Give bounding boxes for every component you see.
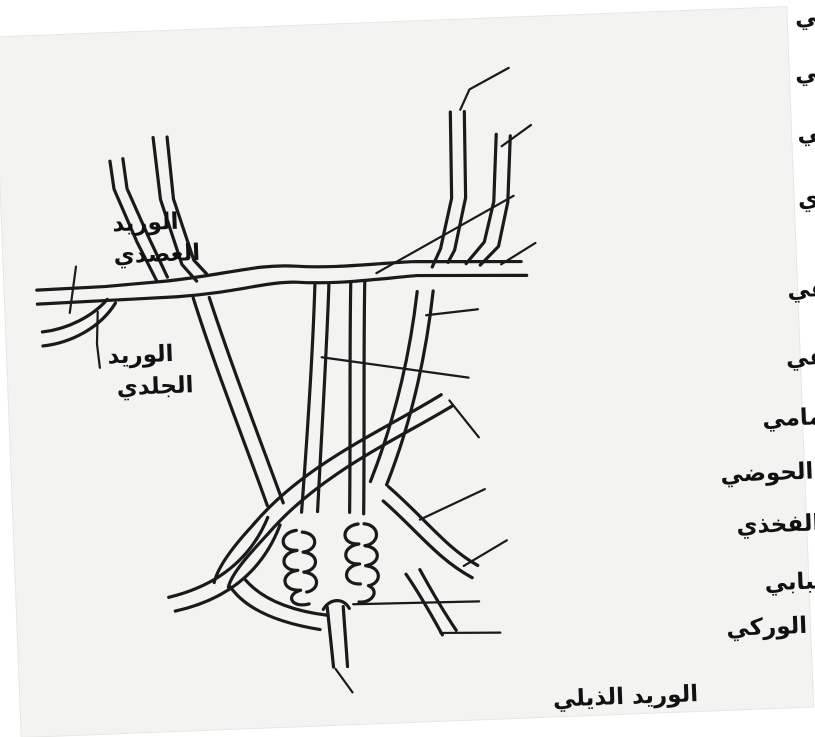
label-femoral: الوريد الفخذي xyxy=(736,507,815,539)
diagram-labels: الوريد الودجي الداخلي الوريد الودجي الخا… xyxy=(95,0,815,729)
posterior-cardinal-veins xyxy=(193,289,441,508)
caudal-vein xyxy=(323,600,352,667)
label-anterior-vena-cava: الوريد الاجوف الأمامي xyxy=(797,108,815,147)
label-brachial-line2: العضدي xyxy=(113,240,200,269)
label-posterior-cardinal: الوريد الرئيسي الخلفي xyxy=(787,267,815,303)
posterior-vena-cava xyxy=(293,282,374,517)
label-sciatic: الوريد الوركي xyxy=(726,610,815,642)
label-subclavian: الوريد تحت الترقوي xyxy=(797,178,815,213)
kidney-right xyxy=(345,523,380,602)
label-pelvic: الوريد الحوضي xyxy=(720,456,815,488)
anterior-vena-cava-trunk xyxy=(36,256,527,304)
label-cutaneous-line2: الجلدي xyxy=(116,372,194,401)
brachial-cutaneous-branches xyxy=(41,299,117,346)
label-external-jugular: الوريد الودجي الخارجي xyxy=(795,51,815,87)
right-jugular-veins xyxy=(426,110,515,267)
label-brachial-line1: الوريد xyxy=(112,209,179,238)
label-internal-jugular: الوريد الودجي الداخلي xyxy=(794,0,815,31)
anterior-abdominal-vein xyxy=(207,394,458,587)
label-renal-portal: الوريد الكلوي البابي xyxy=(764,562,815,597)
label-cutaneous-line1: الوريد xyxy=(107,341,174,370)
label-caudal: الوريد الذيلي xyxy=(552,681,698,713)
label-anterior-abdominal: الوريد البطني الأمامي xyxy=(762,394,815,433)
pelvic-femoral-sciatic xyxy=(165,483,481,645)
kidney-left xyxy=(283,530,318,606)
label-posterior-vena-cava: الوريد الاجوف الخلفي xyxy=(786,336,815,371)
